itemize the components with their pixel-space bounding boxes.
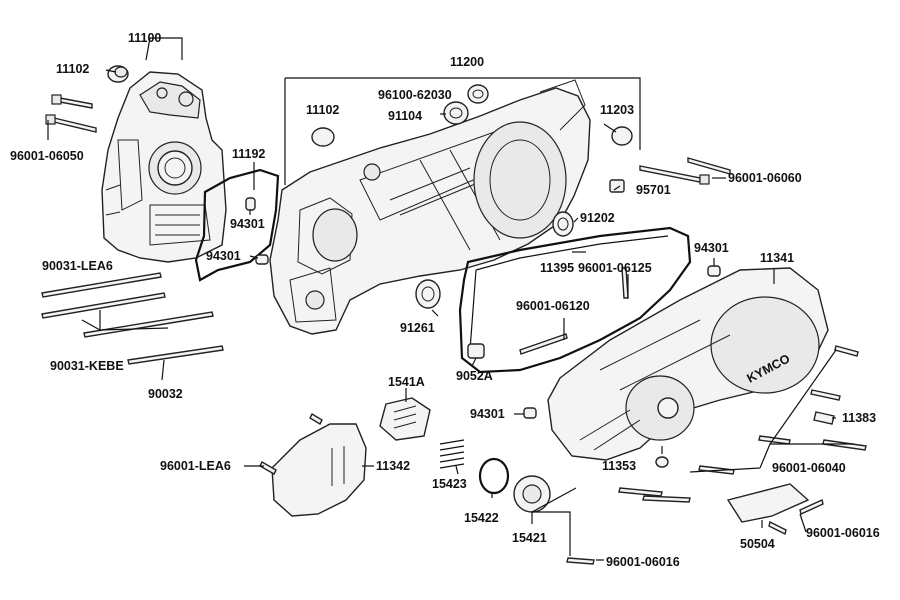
label-11192: 11192 xyxy=(232,147,265,161)
label-11100: 11100 xyxy=(128,31,161,45)
label-94301-c: 94301 xyxy=(694,241,729,255)
bolts-96001-lea6 xyxy=(259,413,323,475)
bolts-96001-06060 xyxy=(639,157,731,185)
studs-90031-lea6 xyxy=(41,272,162,298)
dowel-94301-b xyxy=(255,254,269,265)
label-9052a: 9052A xyxy=(456,369,493,383)
label-11102-left: 11102 xyxy=(56,62,89,76)
label-11342: 11342 xyxy=(376,459,410,473)
label-96001-06050: 96001-06050 xyxy=(10,149,84,163)
label-96001-06040: 96001-06040 xyxy=(772,461,846,475)
dowel-94301-d xyxy=(523,407,537,419)
label-1541a: 1541A xyxy=(388,375,425,389)
cap-15421 xyxy=(513,475,551,513)
label-11203: 11203 xyxy=(600,103,634,117)
pin-11353 xyxy=(655,456,669,468)
filter-1541a xyxy=(379,397,431,441)
dowel-11203 xyxy=(611,126,633,146)
stud-90032 xyxy=(127,345,224,365)
label-11353: 11353 xyxy=(602,459,636,473)
label-11383: 11383 xyxy=(842,411,876,425)
gasket-11395-inner xyxy=(469,235,669,351)
label-96001-lea6: 96001-LEA6 xyxy=(160,459,231,473)
label-95701: 95701 xyxy=(636,183,671,197)
oil-seal-96100-62030 xyxy=(467,84,489,104)
label-50504: 50504 xyxy=(740,537,775,551)
label-15422: 15422 xyxy=(464,511,499,525)
label-11200: 11200 xyxy=(450,55,484,69)
leader-lines xyxy=(47,37,854,561)
label-96001-06016-left: 96001-06016 xyxy=(606,555,680,569)
dowel-94301-c xyxy=(707,265,721,277)
dowel-11102-left xyxy=(107,65,129,83)
bolts-96001-06050 xyxy=(45,94,97,133)
label-94301-a: 94301 xyxy=(230,217,265,231)
o-ring-15422 xyxy=(478,457,510,495)
dowel-11102-right xyxy=(311,127,335,147)
bolt-96001-06120 xyxy=(519,333,568,355)
cvt-cover-11341: KYMCO xyxy=(547,267,829,461)
label-15423: 15423 xyxy=(432,477,467,491)
label-94301-b: 94301 xyxy=(206,249,241,263)
label-94301-d: 94301 xyxy=(470,407,505,421)
plug-95701 xyxy=(609,179,625,193)
label-91261: 91261 xyxy=(400,321,435,335)
right-crankcase-11200 xyxy=(269,79,591,335)
gasket-11192 xyxy=(194,168,280,282)
label-96100-62030: 96100-62030 xyxy=(378,88,452,102)
label-96001-06125: 96001-06125 xyxy=(578,261,652,275)
label-15421: 15421 xyxy=(512,531,547,545)
bolt-11383 xyxy=(813,411,835,425)
bolts-96001-06040 xyxy=(618,345,867,503)
label-11395: 11395 xyxy=(540,261,574,275)
bolt-96001-06016-left xyxy=(566,557,595,565)
plug-9052a xyxy=(467,343,485,359)
oil-seal-91104 xyxy=(443,101,469,125)
gasket-11395 xyxy=(458,226,692,374)
bolts-96001-06016-right xyxy=(768,499,824,536)
label-90032: 90032 xyxy=(148,387,183,401)
bolt-96001-06125 xyxy=(621,267,629,299)
left-crankcase-11100 xyxy=(101,71,227,263)
oil-seal-91261 xyxy=(415,279,441,309)
label-96001-06016-right: 96001-06016 xyxy=(806,526,880,540)
spring-15423 xyxy=(439,439,465,469)
label-96001-06060: 96001-06060 xyxy=(728,171,802,185)
label-90031-lea6: 90031-LEA6 xyxy=(42,259,113,273)
dowel-94301-a xyxy=(245,197,256,211)
part-labels: 11100 11102 96001-06050 11192 94301 9430… xyxy=(10,31,880,569)
cover-11342 xyxy=(271,423,367,517)
label-91104: 91104 xyxy=(388,109,422,123)
label-11102-right: 11102 xyxy=(306,103,339,117)
studs-90031-kebe xyxy=(41,292,214,338)
oil-seal-91202 xyxy=(552,211,574,237)
label-90031-kebe: 90031-KEBE xyxy=(50,359,124,373)
label-96001-06120: 96001-06120 xyxy=(516,299,590,313)
label-91202: 91202 xyxy=(580,211,615,225)
bracket-50504 xyxy=(726,483,810,523)
label-11341: 11341 xyxy=(760,251,794,265)
